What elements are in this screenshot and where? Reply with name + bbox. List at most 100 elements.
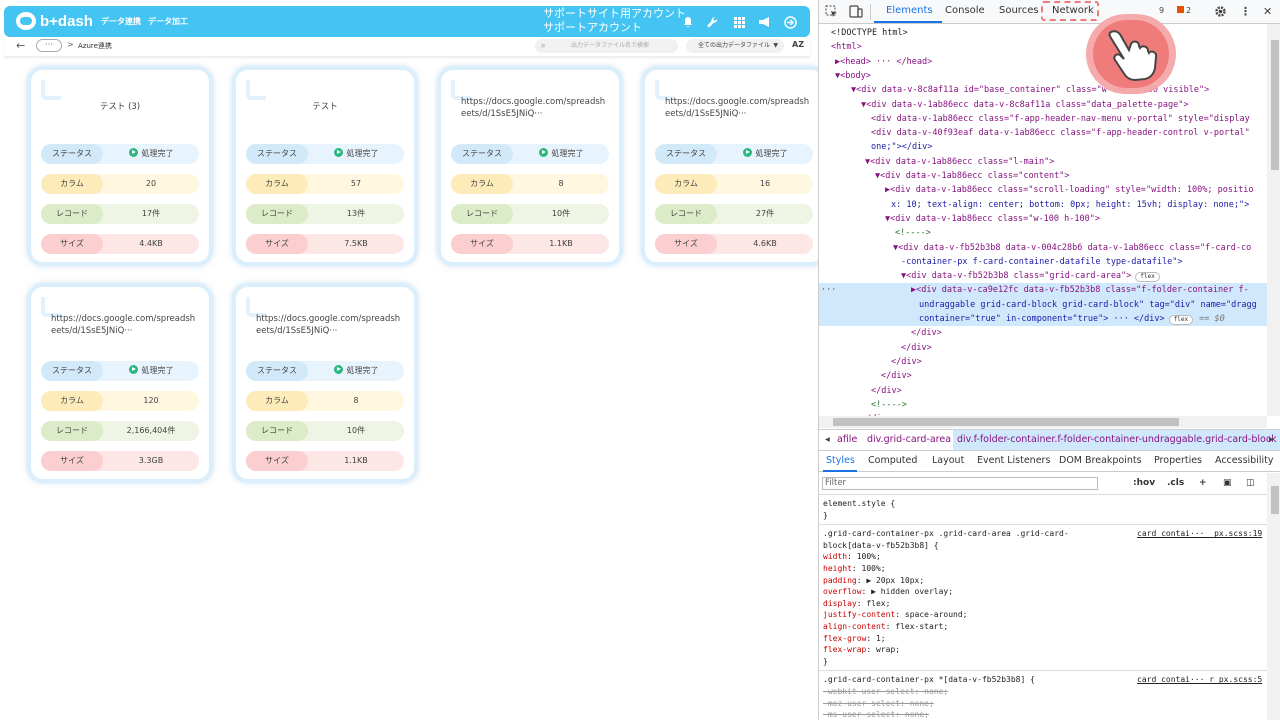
file-filter-select[interactable]: 全ての出力データファイル ▼ — [686, 39, 784, 53]
dom-line[interactable]: ▼<div data-v-fb52b3b8 data-v-004c28b6 da… — [893, 242, 1252, 253]
crumb-left-arrow-icon[interactable]: ◂ — [825, 434, 830, 445]
dom-line[interactable]: ▼<div data-v-fb52b3b8 class="grid-card-a… — [819, 269, 1267, 283]
paint-bucket-icon[interactable]: ▣ — [1223, 478, 1232, 488]
style-line[interactable]: } — [823, 656, 828, 666]
flex-badge[interactable]: flex — [1168, 315, 1194, 325]
breadcrumb[interactable]: Azure連携 — [78, 42, 112, 50]
apps-grid-icon[interactable] — [732, 15, 746, 29]
hov-toggle[interactable]: :hov — [1133, 478, 1156, 488]
dom-line[interactable]: ▼<div data-v-1ab86ecc class="w-100 h-100… — [885, 213, 1100, 224]
style-line[interactable]: justify-content: space-around; — [823, 610, 968, 620]
dom-line[interactable]: </div> — [819, 412, 1267, 416]
logo[interactable]: b+dash — [16, 12, 93, 30]
style-line[interactable]: .grid-card-container-px *[data-v-fb52b3b… — [823, 675, 1035, 685]
style-line[interactable]: flex-wrap: wrap; — [823, 645, 901, 655]
more-button[interactable]: ··· — [36, 39, 62, 52]
style-line[interactable]: -ms-user-select: none; — [823, 710, 929, 720]
style-line[interactable]: -moz-user-select: none; — [823, 698, 934, 708]
message-count[interactable]: 9 — [1159, 6, 1165, 15]
datafile-card[interactable]: https://docs.google.com/spreadsheets/d/1… — [27, 283, 213, 483]
style-line[interactable]: element.style { — [823, 499, 896, 508]
tab-console[interactable]: Console — [945, 5, 985, 16]
datafile-card[interactable]: https://docs.google.com/spreadsheets/d/1… — [641, 66, 818, 266]
logout-icon[interactable] — [783, 15, 797, 29]
tab-event-listeners[interactable]: Event Listeners — [977, 455, 1051, 466]
crumb-item[interactable]: div.grid-card-area — [867, 434, 952, 445]
dom-line[interactable]: </div> — [881, 371, 912, 382]
style-line[interactable]: align-content: flex-start; — [823, 622, 949, 631]
dom-line[interactable]: container="true" in-component="true"> ··… — [819, 312, 1267, 327]
crumb-right-arrow-icon[interactable]: ▸ — [1269, 434, 1274, 445]
dom-line[interactable]: ▶<head> ··· </head> — [835, 56, 933, 67]
account-name[interactable]: サポートサイト用アカウント サポートアカウント — [543, 7, 686, 35]
issues-count[interactable]: 2 — [1177, 6, 1191, 15]
source-link[interactable]: card_contai··· r_px.scss:5 — [1137, 675, 1263, 685]
dom-line[interactable]: undraggable grid-card-block grid-card-bl… — [819, 297, 1267, 312]
style-line[interactable]: block[data-v-fb52b3b8] { — [823, 540, 939, 550]
dom-line[interactable]: </div> — [901, 342, 932, 353]
tab-sources[interactable]: Sources — [999, 5, 1039, 16]
dom-line[interactable]: <!----> — [871, 399, 907, 410]
dom-line[interactable]: ▼<div data-v-1ab86ecc class="content"> — [875, 171, 1070, 181]
nav-data-integration[interactable]: データ連携 — [101, 17, 141, 26]
datafile-card[interactable]: テスト (3) ステータス 処理完了 カラム 20 レコード 17件 サイズ 4… — [27, 66, 213, 266]
nav-data-processing[interactable]: データ加工 — [148, 17, 188, 26]
back-arrow-icon[interactable]: ← — [16, 39, 26, 52]
search-input[interactable]: ⌕ 出力データファイル名で検索 — [535, 39, 678, 53]
announcement-icon[interactable] — [757, 15, 771, 29]
cls-toggle[interactable]: .cls — [1167, 478, 1185, 488]
dom-line[interactable]: <div data-v-1ab86ecc class="f-app-header… — [871, 113, 1250, 124]
styles-scrollbar[interactable] — [1267, 473, 1280, 720]
dom-line[interactable]: ▼<div data-v-1ab86ecc class="l-main"> — [865, 156, 1055, 167]
selected-line-menu-icon[interactable]: ··· — [821, 285, 837, 296]
tab-dom-breakpoints[interactable]: DOM Breakpoints — [1059, 455, 1142, 466]
dom-line[interactable]: </div> — [911, 328, 942, 339]
bell-icon[interactable] — [681, 15, 695, 29]
datafile-card[interactable]: https://docs.google.com/spreadsheets/d/1… — [232, 283, 418, 483]
style-line[interactable]: .grid-card-container-px .grid-card-area … — [823, 529, 1069, 539]
styles-scrollbar-thumb[interactable] — [1271, 486, 1279, 514]
style-line[interactable]: flex-grow: 1; — [823, 633, 886, 643]
crumb-item-selected[interactable]: div.f-folder-container.f-folder-containe… — [953, 430, 1280, 450]
dom-line[interactable]: <!DOCTYPE html> — [831, 28, 908, 38]
inspect-element-icon[interactable] — [825, 5, 838, 21]
style-line[interactable]: overflow: ▶ hidden overlay; — [823, 587, 954, 597]
tab-network[interactable]: Network — [1052, 5, 1094, 16]
tab-computed[interactable]: Computed — [868, 455, 918, 466]
dom-line[interactable]: ▶<div data-v-1ab86ecc class="scroll-load… — [885, 185, 1254, 196]
style-line[interactable]: } — [823, 510, 828, 520]
dom-line[interactable]: one;"></div> — [871, 142, 933, 153]
style-line[interactable]: -webkit-user-select: none; — [823, 687, 949, 696]
dom-line[interactable]: </div> — [871, 385, 902, 396]
tab-layout[interactable]: Layout — [932, 455, 965, 466]
close-icon[interactable]: ✕ — [1263, 5, 1273, 18]
tab-properties[interactable]: Properties — [1154, 455, 1203, 466]
style-line[interactable]: padding: ▶ 20px 10px; — [823, 575, 925, 585]
wrench-icon[interactable] — [705, 15, 719, 29]
datafile-card[interactable]: https://docs.google.com/spreadsheets/d/1… — [437, 66, 623, 266]
datafile-card[interactable]: テスト ステータス 処理完了 カラム 57 レコード 13件 サイズ 7.5KB — [232, 66, 418, 266]
dom-line[interactable]: ▼<div data-v-8c8af11a id="base_container… — [851, 85, 1210, 96]
dom-hscrollbar-thumb[interactable] — [833, 418, 1179, 426]
style-line[interactable]: height: 100%; — [823, 564, 886, 573]
style-line[interactable]: display: flex; — [823, 598, 891, 608]
dom-line[interactable]: <html> — [831, 42, 862, 53]
tab-accessibility[interactable]: Accessibility — [1215, 455, 1274, 466]
dom-line[interactable]: <div data-v-40f93eaf data-v-1ab86ecc cla… — [871, 128, 1250, 139]
dom-line[interactable]: </div> — [891, 356, 922, 367]
dom-line[interactable]: ▶<div data-v-ca9e12fc data-v-fb52b3b8 cl… — [819, 283, 1267, 298]
source-link[interactable]: card_contai··· _px.scss:19 — [1137, 529, 1263, 539]
dom-line[interactable]: <!----> — [895, 228, 931, 239]
style-line[interactable]: width: 100%; — [823, 552, 881, 562]
styles-filter-input[interactable]: Filter — [822, 477, 1098, 490]
tab-styles[interactable]: Styles — [826, 455, 855, 466]
dom-line[interactable]: ▼<body> — [835, 70, 871, 81]
sort-az-icon[interactable]: AZ — [792, 40, 804, 49]
crumb-item[interactable]: afile — [837, 434, 858, 445]
add-rule-button[interactable]: + — [1199, 478, 1207, 488]
dom-line[interactable]: x: 10; text-align: center; bottom: 0px; … — [891, 199, 1250, 210]
flex-badge[interactable]: flex — [1135, 272, 1160, 283]
toggle-sidebar-icon[interactable]: ◫ — [1246, 478, 1255, 488]
dom-scrollbar-thumb[interactable] — [1271, 40, 1279, 170]
tab-elements[interactable]: Elements — [886, 5, 933, 16]
